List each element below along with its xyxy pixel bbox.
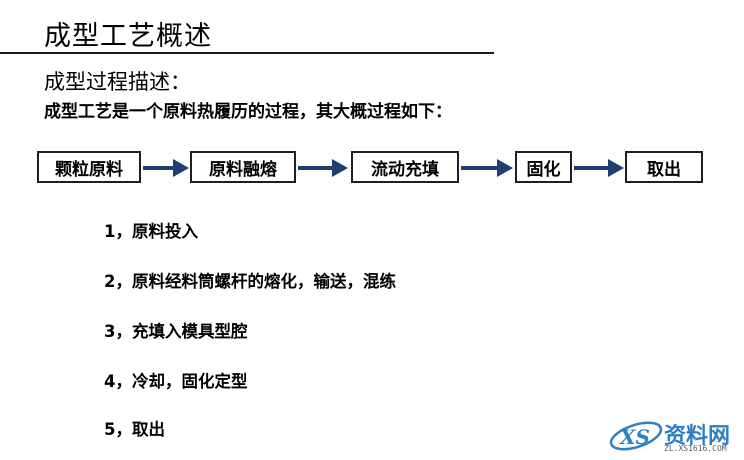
- title-divider: [0, 52, 494, 54]
- flow-box-melting: 原料融熔: [190, 151, 296, 183]
- flow-arrow-icon: [461, 159, 513, 177]
- watermark-logo-icon: XS: [609, 421, 663, 451]
- flow-box-filling: 流动充填: [351, 151, 459, 183]
- section-heading: 成型过程描述：: [44, 70, 191, 94]
- flow-box-granules: 颗粒原料: [37, 151, 141, 183]
- flow-box-solidify: 固化: [515, 151, 572, 183]
- section-subheading: 成型工艺是一个原料热履历的过程，其大概过程如下：: [44, 102, 452, 122]
- step-item: 4，冷却，固化定型: [104, 372, 248, 391]
- flow-arrow-icon: [298, 159, 348, 177]
- step-item: 1，原料投入: [104, 222, 198, 241]
- svg-text:XS: XS: [618, 425, 650, 449]
- step-item: 2，原料经料筒螺杆的熔化，输送，混练: [104, 272, 396, 291]
- step-item: 3，充填入模具型腔: [104, 322, 248, 341]
- step-item: 5，取出: [104, 420, 165, 439]
- slide-title: 成型工艺概述: [44, 21, 212, 52]
- watermark-url: ZL.XS1616.COM: [664, 444, 727, 453]
- flow-box-eject: 取出: [625, 151, 703, 183]
- watermark-brand: 资料网: [664, 424, 731, 449]
- flow-arrow-icon: [143, 159, 189, 177]
- flow-arrow-icon: [574, 159, 624, 177]
